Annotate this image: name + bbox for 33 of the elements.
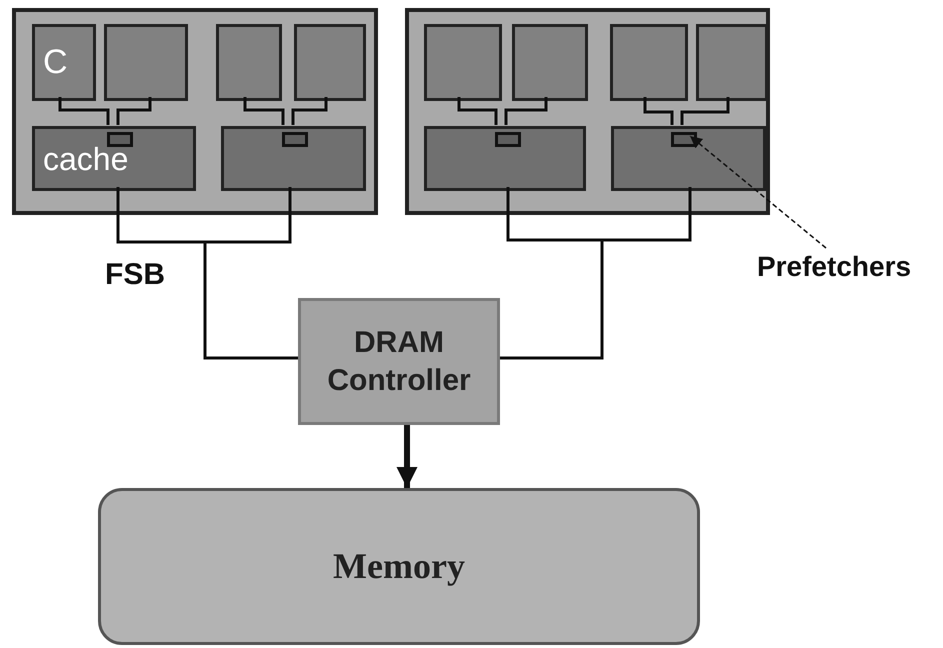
wire: [504, 97, 548, 125]
core-box: [104, 24, 188, 101]
core-box: [294, 24, 366, 101]
core-box: [512, 24, 588, 101]
cache-box: [611, 126, 766, 191]
wire: [458, 97, 498, 125]
memory-box: Memory: [98, 488, 700, 645]
wire: [680, 97, 730, 125]
prefetchers-label: Prefetchers: [728, 248, 940, 284]
wire: [292, 97, 328, 125]
processor-package: [12, 8, 378, 215]
cache-box: [221, 126, 366, 191]
wire: [500, 187, 692, 360]
arrow: [396, 425, 418, 488]
processor-package: [405, 8, 770, 215]
wire: [644, 97, 674, 125]
core-box: C: [32, 24, 96, 101]
wire: [116, 97, 152, 125]
controller-box: DRAM Controller: [298, 298, 500, 425]
wire: [204, 187, 298, 360]
core-box: [424, 24, 502, 101]
leader-line: [690, 135, 826, 249]
wire: [58, 97, 110, 125]
prefetcher-box: [495, 132, 521, 147]
cache-box: cache: [32, 126, 196, 191]
prefetcher-box: [107, 132, 133, 147]
core-box: [216, 24, 282, 101]
wire: [244, 97, 284, 125]
prefetcher-box: [282, 132, 308, 147]
cache-box: [424, 126, 586, 191]
core-box: [696, 24, 768, 101]
bus-label: FSB: [105, 258, 165, 292]
core-box: [610, 24, 688, 101]
